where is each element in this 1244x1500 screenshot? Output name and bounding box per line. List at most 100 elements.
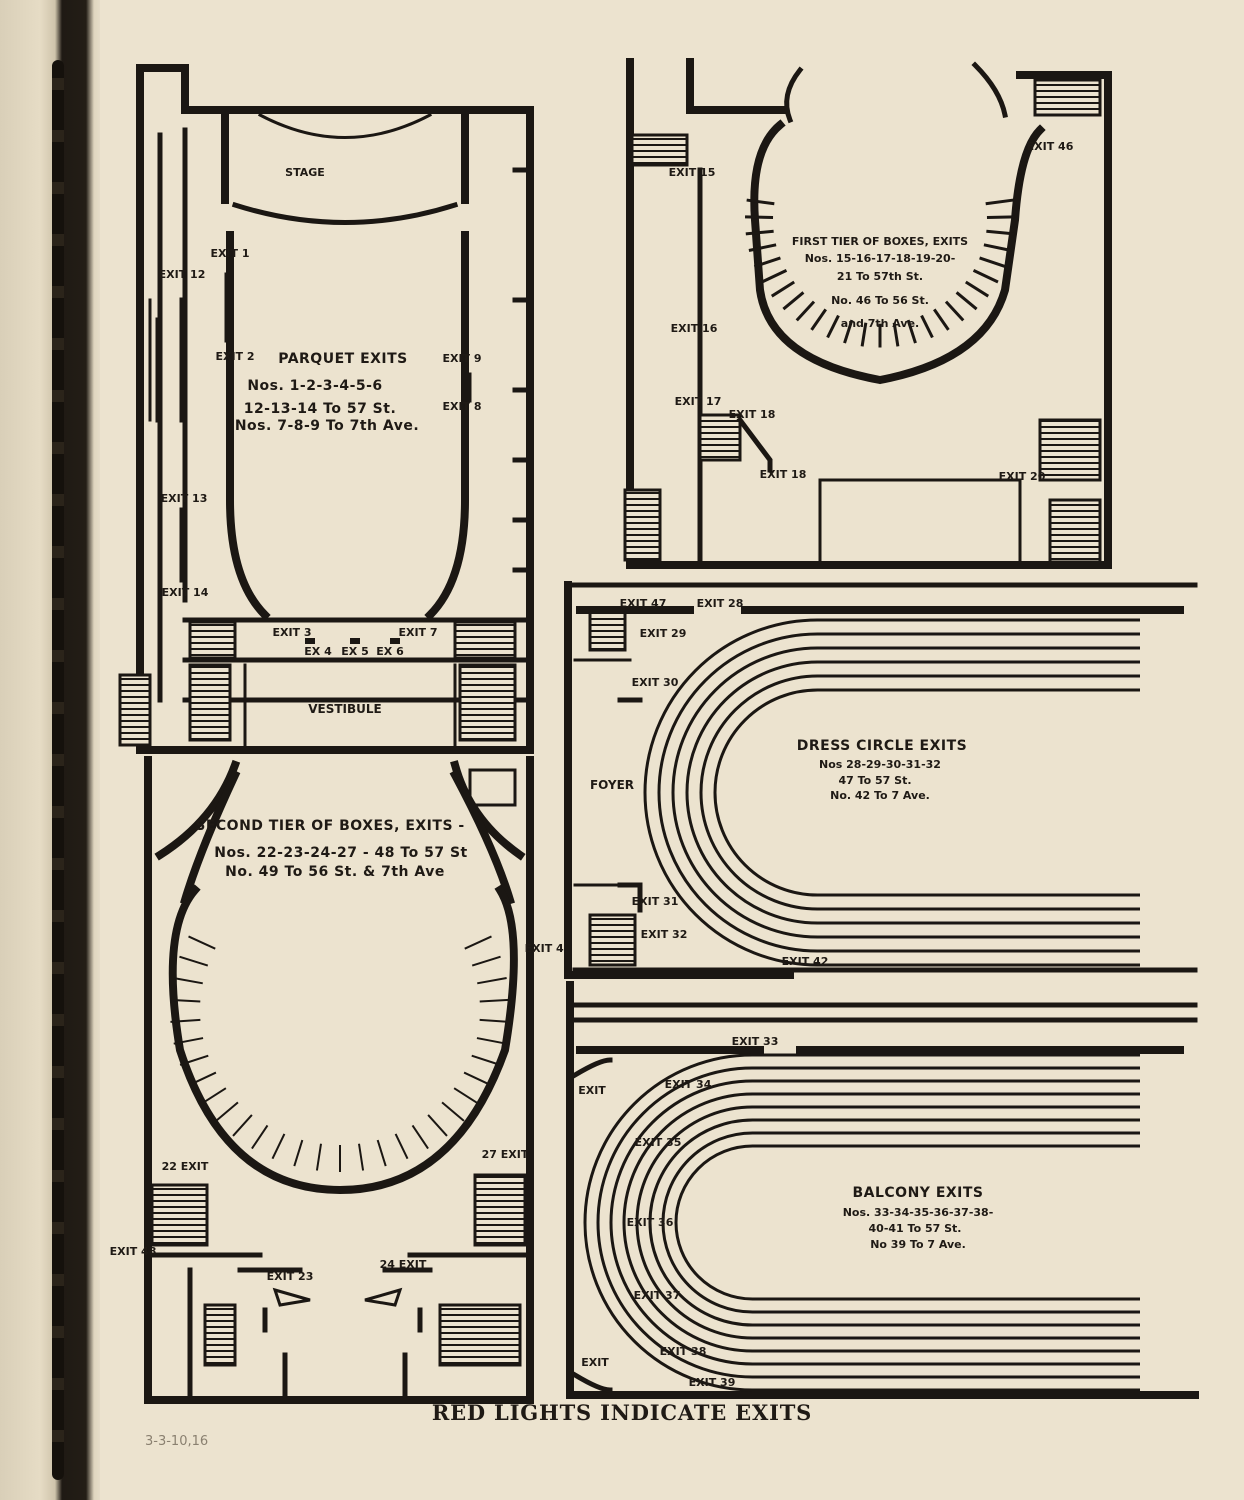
exit-lights-caption: RED LIGHTS INDICATE EXITS [431, 1400, 813, 1425]
box-partition [463, 1071, 492, 1086]
exit-48-label: EXIT 48 [110, 1245, 157, 1258]
first-tier-plan [623, 58, 1112, 569]
exit-37-label: EXIT 37 [634, 1289, 681, 1302]
exit-46-label: EXIT 46 [1027, 140, 1074, 153]
exit-38-label: EXIT 38 [660, 1345, 707, 1358]
exit-5-label: EX 5 [341, 645, 368, 658]
exit-8-label: EXIT 8 [442, 400, 481, 413]
box-partition [986, 215, 1015, 219]
exit-9-label: EXIT 9 [442, 352, 481, 365]
seating-row [643, 618, 1140, 967]
box-partition [170, 998, 201, 1003]
box-partition [453, 1087, 480, 1105]
first-tier-line-2: 21 To 57th St. [837, 270, 923, 283]
torn-binding-edge [52, 60, 64, 1480]
box-partition [293, 1139, 304, 1167]
box-partition [173, 976, 203, 985]
box-partition [479, 1018, 510, 1023]
dress-circle-line-1: Nos 28-29-30-31-32 [819, 758, 941, 771]
dress-circle-title: DRESS CIRCLE EXITS [797, 738, 967, 754]
box-partition [761, 269, 788, 284]
exit-6-label: EX 6 [376, 645, 404, 658]
first-tier-line-4: and 7th Ave. [841, 317, 919, 330]
box-partition [745, 229, 774, 236]
box-partition [810, 308, 827, 331]
balcony-line-1: Nos. 33-34-35-36-37-38- [843, 1206, 994, 1219]
exit-34-label: EXIT 34 [665, 1078, 712, 1091]
exit-49-label: EXIT 49 [525, 942, 572, 955]
exit-12-label: EXIT 12 [159, 268, 206, 281]
box-partition [427, 1114, 448, 1137]
box-partition [358, 1143, 365, 1171]
balcony-plan [566, 981, 1199, 1399]
exit-17-label: EXIT 17 [675, 395, 722, 408]
exit-15-label: EXIT 15 [669, 166, 716, 179]
vestibule-label: VESTIBULE [308, 702, 382, 716]
box-partition [892, 322, 900, 347]
box-partition [795, 300, 816, 322]
seating-row [648, 1118, 1140, 1327]
exit-13-label: EXIT 13 [161, 492, 208, 505]
box-partition [179, 955, 209, 967]
exit-47-label: EXIT 47 [620, 597, 667, 610]
exit-36-label: EXIT 36 [627, 1216, 674, 1229]
box-partition [200, 1087, 227, 1105]
box-partition [170, 1018, 201, 1023]
stage-label: STAGE [285, 166, 325, 179]
box-partition [471, 1054, 501, 1066]
box-partition [920, 314, 934, 339]
balcony-exit-top-label: EXIT [578, 1084, 606, 1097]
parquet-line-3: Nos. 7-8-9 To 7th Ave. [235, 418, 419, 434]
box-partition [955, 291, 978, 311]
balcony-rows [583, 1053, 1140, 1392]
box-partition [376, 1139, 387, 1167]
exit-35-label: EXIT 35 [635, 1136, 682, 1149]
dress-circle-plan [564, 581, 1198, 979]
box-partition [964, 280, 990, 298]
box-partition [782, 291, 805, 311]
seating-row [609, 1079, 1140, 1366]
second-tier-line-1: Nos. 22-23-24-27 - 48 To 57 St [214, 845, 467, 861]
seating-row [674, 1144, 1140, 1301]
exit-18b-label: EXIT 18 [760, 468, 807, 481]
foyer-label: FOYER [590, 778, 634, 792]
exit-7-label: EXIT 7 [398, 626, 437, 639]
box-partition [985, 198, 1014, 206]
parquet-title: PARQUET EXITS [278, 351, 408, 367]
exit-16-label: EXIT 16 [671, 322, 718, 335]
seating-row [699, 674, 1140, 911]
seating-row [671, 646, 1140, 939]
book-binding [0, 0, 100, 1500]
exit-28-label: EXIT 28 [697, 597, 744, 610]
box-partition [933, 308, 950, 331]
exit-29-label: EXIT 29 [640, 627, 687, 640]
box-partition [986, 229, 1015, 236]
balcony-line-3: No 39 To 7 Ave. [870, 1238, 966, 1251]
seating-row [657, 632, 1140, 953]
box-partition [188, 1071, 217, 1086]
box-partition [983, 243, 1012, 252]
balcony-exit-bottom-label: EXIT [581, 1356, 609, 1369]
box-partition [753, 256, 781, 269]
exit-31-label: EXIT 31 [632, 895, 679, 908]
exit-20-label: EXIT 20 [999, 470, 1046, 483]
box-partition [826, 314, 840, 339]
box-partition [394, 1133, 409, 1160]
balcony-title: BALCONY EXITS [852, 1185, 983, 1201]
box-partition [441, 1101, 465, 1122]
seating-row [685, 660, 1140, 925]
box-partition [746, 198, 775, 206]
box-partition [906, 319, 917, 344]
box-partition [315, 1143, 322, 1171]
seating-row [622, 1092, 1140, 1353]
exit-4-label: EX 4 [304, 645, 332, 658]
box-partition [944, 300, 965, 322]
exit-32-label: EXIT 32 [641, 928, 688, 941]
parquet-line-2: 12-13-14 To 57 St. [244, 401, 397, 417]
box-partition [471, 955, 501, 967]
second-tier-line-2: No. 49 To 56 St. & 7th Ave [225, 864, 445, 880]
box-partition [745, 215, 774, 219]
exit-23-label: EXIT 23 [267, 1270, 314, 1283]
box-partition [188, 935, 216, 950]
exit-27-label: 27 EXIT [482, 1148, 529, 1161]
